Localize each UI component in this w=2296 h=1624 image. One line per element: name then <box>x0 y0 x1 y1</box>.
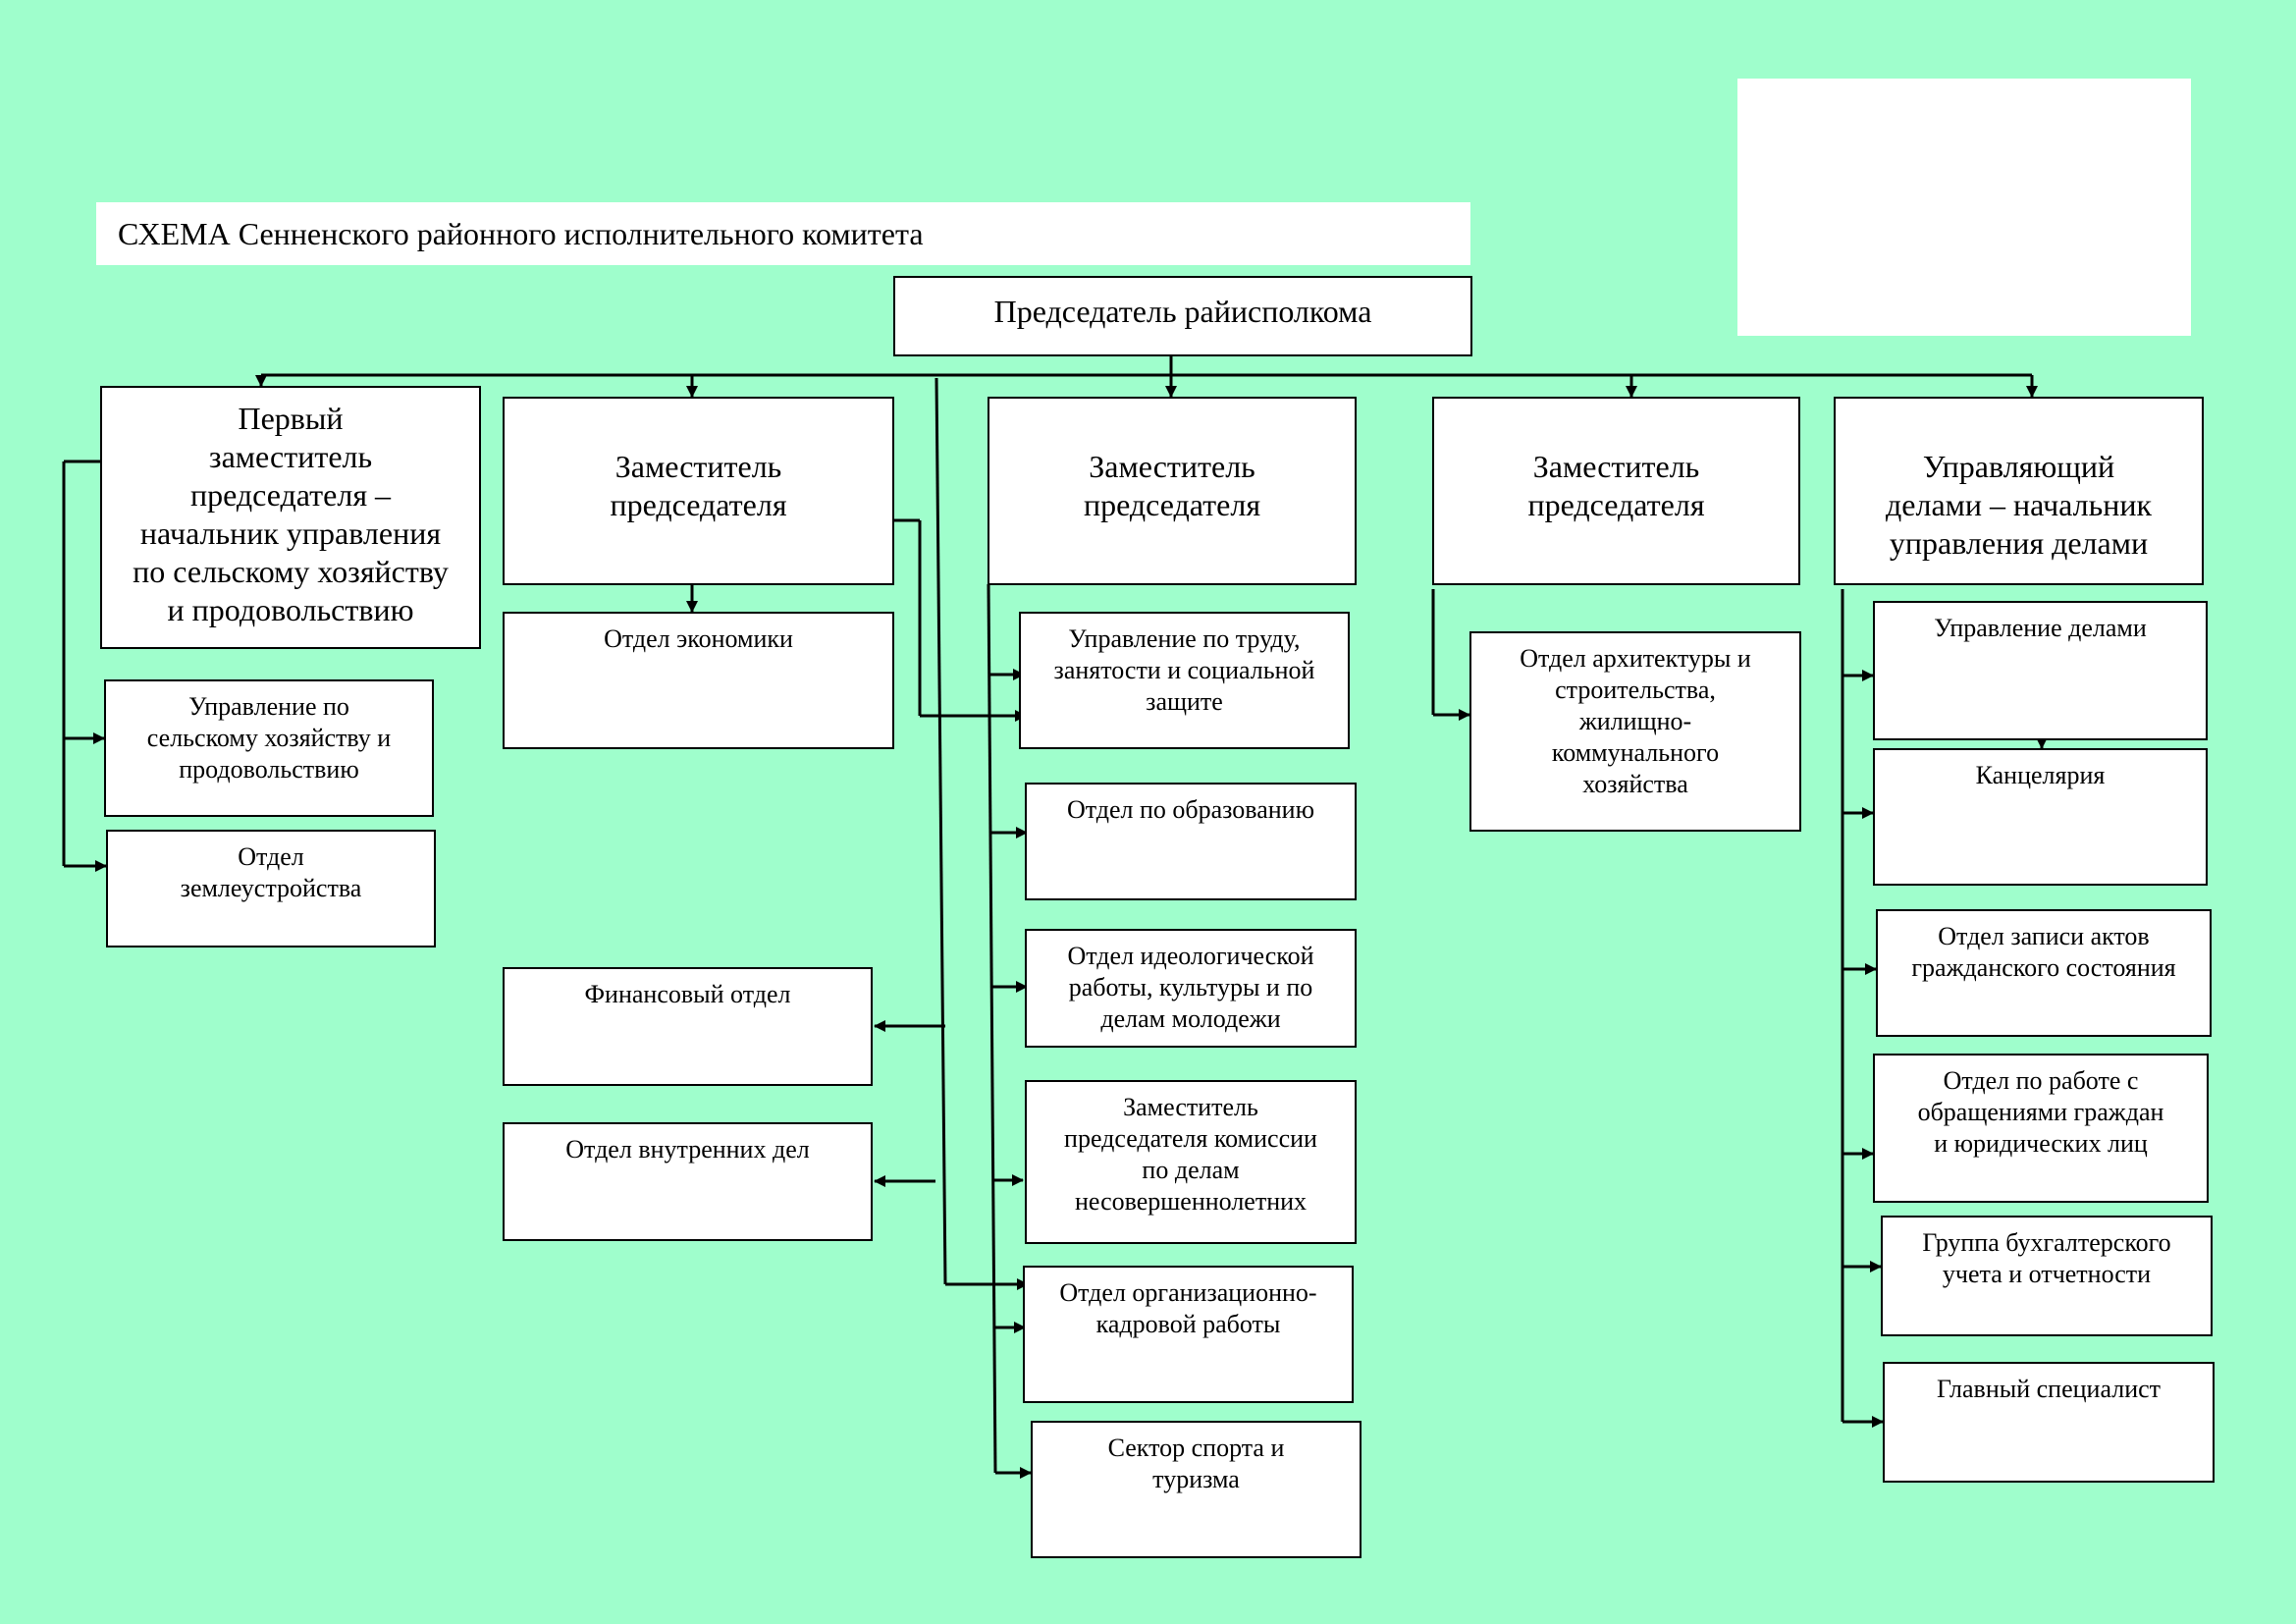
manager-box: Управляющий делами – начальник управлени… <box>1834 397 2204 585</box>
dept-education: Отдел по образованию <box>1025 783 1357 900</box>
dept-finance: Финансовый отдел <box>503 967 873 1086</box>
dept-architecture: Отдел архитектуры и строительства, жилищ… <box>1469 631 1801 832</box>
dept-specialist: Главный специалист <box>1883 1362 2215 1483</box>
dept-registry: Отдел записи актов гражданского состояни… <box>1876 909 2212 1037</box>
dept-labor: Управление по труду, занятости и социаль… <box>1019 612 1350 749</box>
dept-land: Отдел землеустройства <box>106 830 436 947</box>
dept-internal: Отдел внутренних дел <box>503 1122 873 1241</box>
dept-minors: Заместитель председателя комиссии по дел… <box>1025 1080 1357 1244</box>
dept-appeals: Отдел по работе с обращениями граждан и … <box>1873 1054 2209 1203</box>
deputy-box-2: Заместитель председателя <box>503 397 894 585</box>
dept-personnel: Отдел организационно- кадровой работы <box>1023 1266 1354 1403</box>
dept-economy: Отдел экономики <box>503 612 894 749</box>
dept-sport: Сектор спорта и туризма <box>1031 1421 1362 1558</box>
blank-panel <box>1737 79 2191 336</box>
dept-ideology: Отдел идеологической работы, культуры и … <box>1025 929 1357 1048</box>
deputy-box-3: Заместитель председателя <box>988 397 1357 585</box>
dept-affairs: Управление делами <box>1873 601 2208 740</box>
dept-agri: Управление по сельскому хозяйству и прод… <box>104 679 434 817</box>
dept-accounting: Группа бухгалтерского учета и отчетности <box>1881 1216 2213 1336</box>
deputy-box-4: Заместитель председателя <box>1432 397 1800 585</box>
dept-office: Канцелярия <box>1873 748 2208 886</box>
diagram-title: СХЕМА Сенненского районного исполнительн… <box>96 202 1470 265</box>
chair-box: Председатель райисполкома <box>893 276 1472 356</box>
first-deputy-box: Первый заместитель председателя – началь… <box>100 386 481 649</box>
